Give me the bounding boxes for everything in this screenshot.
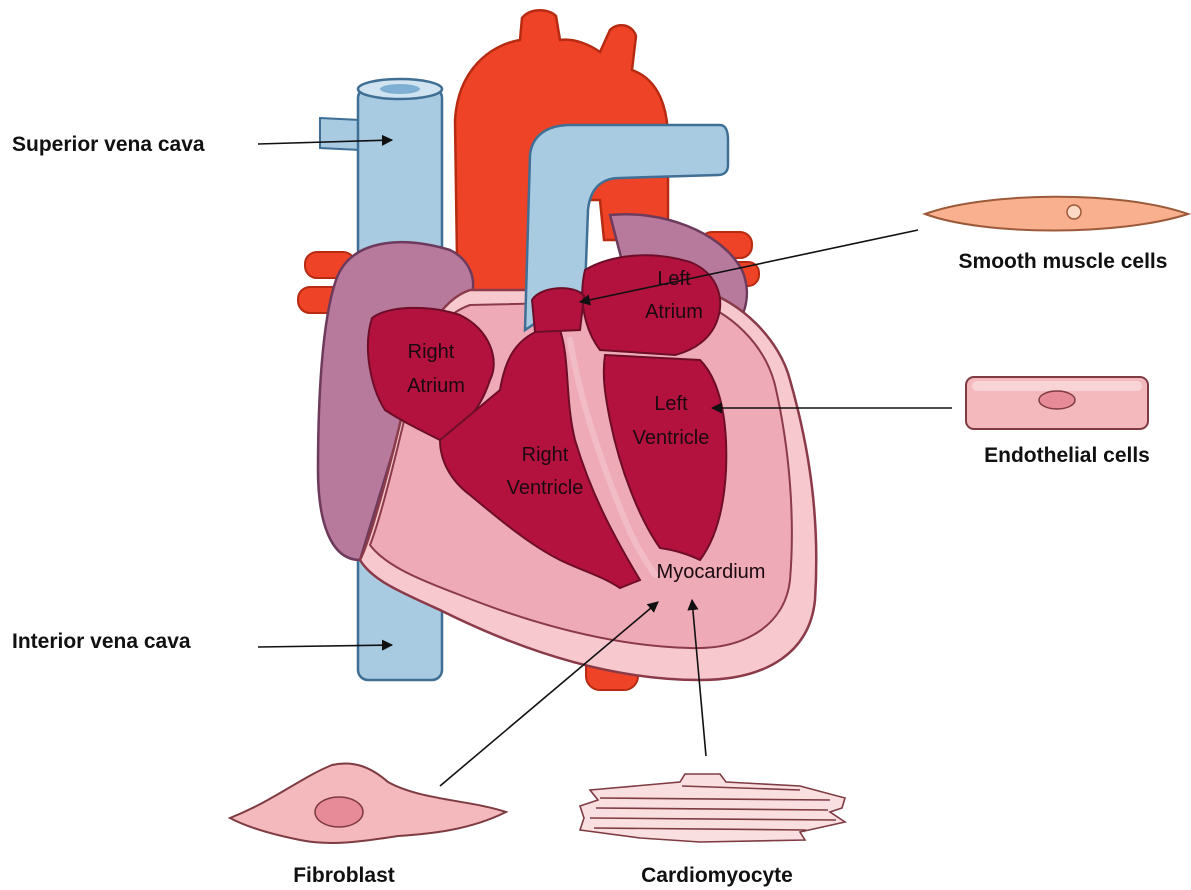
endothelial-cells-label: Endothelial cells — [984, 444, 1150, 467]
cardiomyocyte-label: Cardiomyocyte — [641, 864, 793, 887]
fibroblast-label: Fibroblast — [293, 864, 395, 887]
smooth-muscle-cell-icon — [925, 197, 1188, 231]
right-atrium-label-line2: Atrium — [407, 375, 465, 397]
right-ventricle-label-line1: Right — [522, 444, 569, 466]
endothelial-cell-icon — [966, 377, 1148, 429]
superior-vena-cava-label: Superior vena cava — [12, 133, 205, 156]
fibroblast-icon — [230, 764, 506, 843]
right-atrium-label-line1: Right — [408, 341, 455, 363]
smooth-muscle-cells-label: Smooth muscle cells — [959, 250, 1168, 273]
myocardium-label: Myocardium — [657, 561, 766, 583]
aortic-valve — [532, 288, 584, 332]
cardiomyocyte-icon — [580, 774, 845, 842]
left-ventricle-label-line2: Ventricle — [633, 427, 710, 449]
interior-vena-cava-label: Interior vena cava — [12, 630, 191, 653]
left-ventricle-label-line1: Left — [654, 393, 688, 415]
left-atrium-label-line2: Atrium — [645, 301, 703, 323]
right-ventricle-label-line2: Ventricle — [507, 477, 584, 499]
heart-illustration — [298, 10, 816, 690]
